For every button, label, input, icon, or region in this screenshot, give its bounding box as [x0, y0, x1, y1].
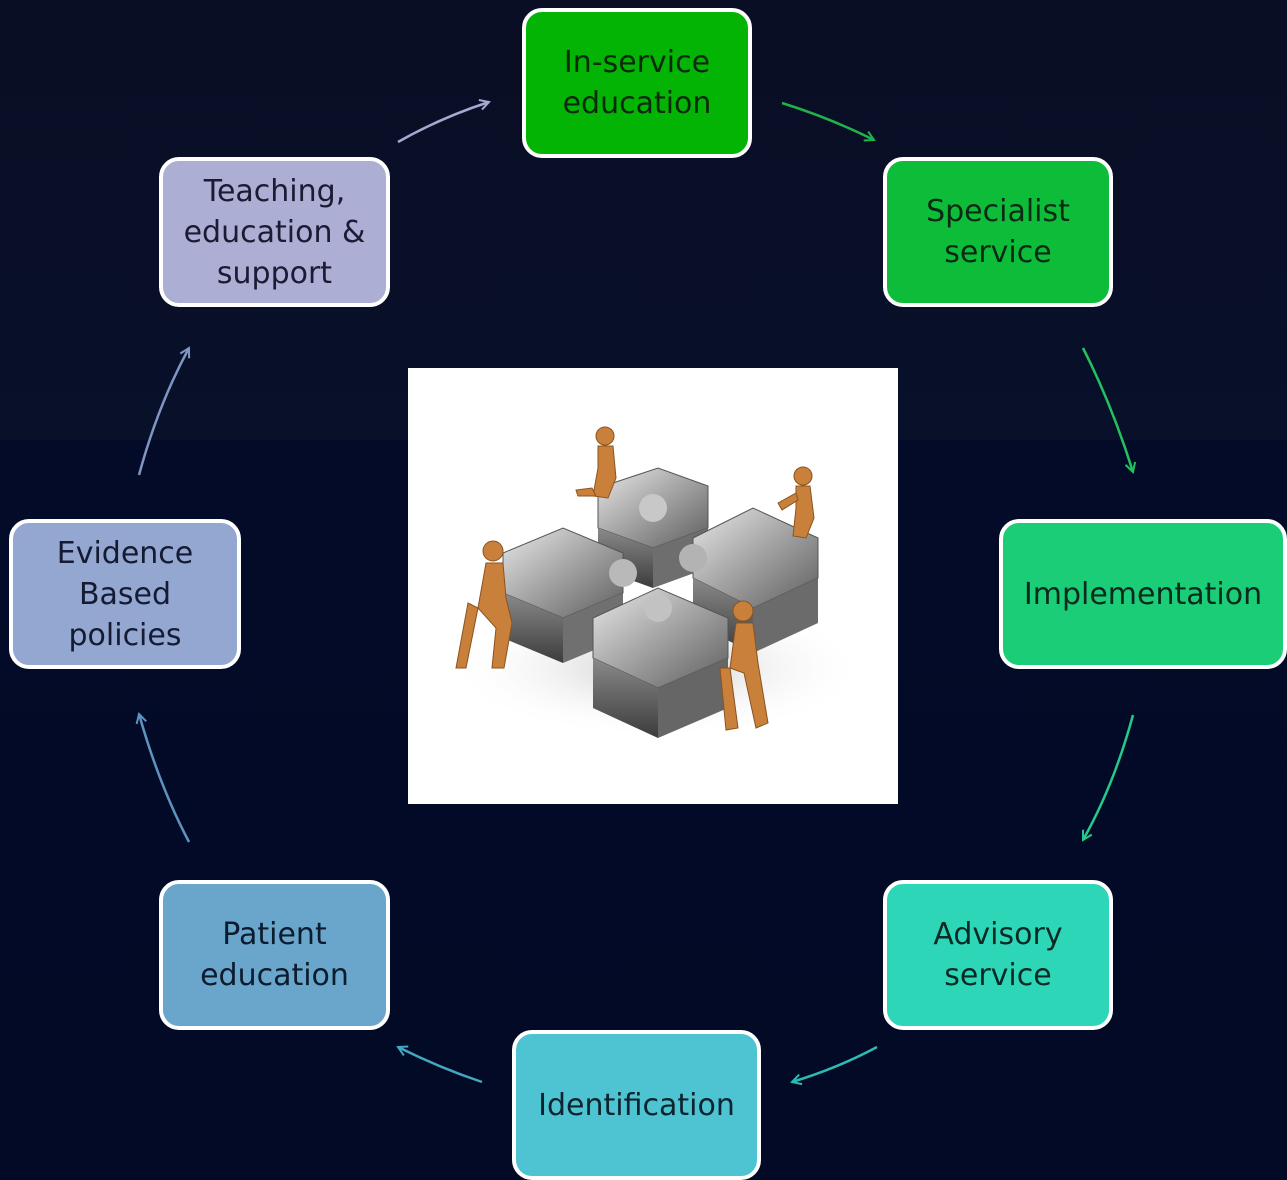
- center-puzzle-image: [408, 368, 898, 804]
- node-advisory-service: Advisory service: [883, 880, 1113, 1030]
- node-patient-education: Patient education: [159, 880, 390, 1030]
- arrow-implementation-to-advisory: [1081, 714, 1135, 840]
- node-identification: Identification: [512, 1030, 761, 1180]
- node-in-service-education: In-service education: [522, 8, 752, 158]
- arrow-inservice-to-specialist: [781, 101, 874, 140]
- arrow-patient-to-evidence: [139, 714, 191, 843]
- node-implementation: Implementation: [999, 519, 1287, 669]
- node-evidence-based-policies: Evidence Based policies: [9, 519, 241, 669]
- arrow-advisory-to-identification: [792, 1045, 878, 1082]
- arrow-evidence-to-teaching: [137, 348, 191, 476]
- node-teaching-education-support: Teaching, education & support: [159, 157, 390, 307]
- node-specialist-service: Specialist service: [883, 157, 1113, 307]
- arrow-specialist-to-implementation: [1081, 347, 1133, 472]
- puzzle-figures-icon: [448, 426, 868, 738]
- arrow-identification-to-patient: [398, 1047, 483, 1084]
- arrow-teaching-to-inservice: [397, 102, 489, 144]
